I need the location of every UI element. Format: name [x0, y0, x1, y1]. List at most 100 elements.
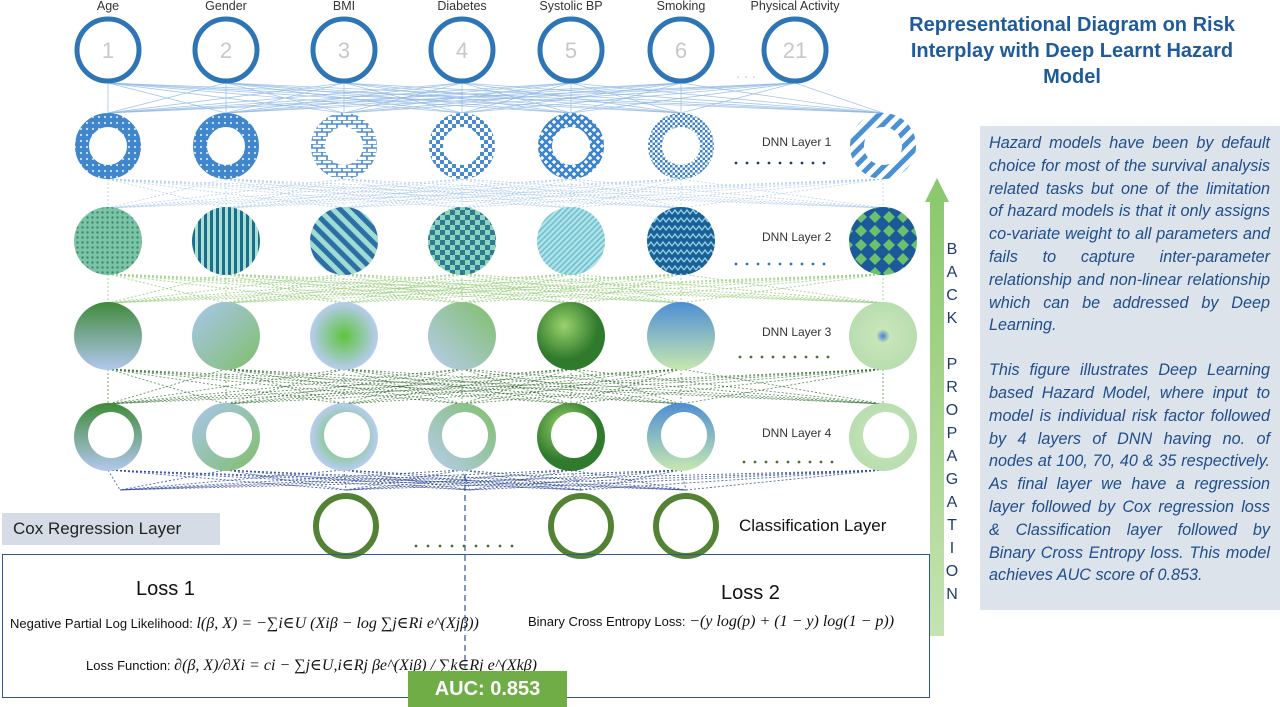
back-propagation-letter: K — [946, 310, 958, 327]
input-label: Smoking — [657, 0, 706, 13]
dnn-layer2-node — [192, 207, 260, 275]
connection-line — [107, 273, 463, 304]
ellipsis-dot — [486, 544, 490, 548]
connection-line — [570, 273, 884, 304]
ellipsis-dot — [797, 460, 801, 464]
ellipsis-dot — [756, 262, 760, 266]
ellipsis-dot — [778, 161, 782, 165]
auc-badge: AUC: 0.853 — [408, 671, 567, 707]
loss-function-formula: ∂(β, X)/∂Xi = ci − ∑j∈U,i∈Rj βe^(Xiβ) / … — [174, 657, 537, 674]
input-label: Physical Activity — [751, 0, 841, 13]
dnn-layer3-node — [647, 302, 715, 370]
connection-line — [119, 469, 682, 491]
input-node-number: 5 — [565, 38, 577, 63]
connection-line — [107, 82, 463, 114]
connection-line — [461, 82, 796, 114]
ellipsis-dot — [742, 460, 746, 464]
connection-line — [461, 178, 682, 209]
connection-line — [225, 82, 884, 114]
classification-layer-label: Classification Layer — [739, 516, 887, 535]
back-propagation-letter: G — [945, 471, 959, 488]
dnn-layer2-node — [310, 207, 378, 275]
connection-line — [107, 469, 121, 491]
ellipsis-dot — [804, 355, 808, 359]
classification-node — [653, 493, 719, 559]
ellipsis-dot — [786, 460, 790, 464]
connection-line — [107, 273, 884, 304]
input-label: BMI — [333, 0, 355, 13]
ellipsis-dot — [450, 544, 454, 548]
dnn-layer-label: DNN Layer 4 — [762, 426, 832, 440]
connection-line — [343, 469, 347, 491]
connection-line — [107, 273, 572, 304]
connection-line — [225, 82, 796, 114]
nll-label: Negative Partial Log Likelihood: — [10, 616, 193, 631]
connection-line — [461, 368, 884, 405]
connection-line — [461, 273, 682, 304]
connection-line — [794, 82, 884, 114]
connection-line — [107, 273, 572, 304]
ellipsis-dot — [775, 460, 779, 464]
connection-line — [119, 469, 227, 491]
input-node — [428, 16, 496, 84]
connection-line — [107, 273, 884, 304]
input-node-number: 21 — [783, 38, 807, 63]
ellipsis-dot — [815, 355, 819, 359]
ellipsis-dot — [789, 161, 793, 165]
input-node — [537, 16, 605, 84]
connection-line — [570, 178, 884, 209]
ellipsis-dot — [778, 262, 782, 266]
connection-line — [107, 178, 884, 209]
ellipsis-dot — [822, 262, 826, 266]
input-node-number: 3 — [338, 38, 350, 63]
connection-line — [107, 469, 582, 491]
connection-line — [461, 469, 471, 491]
connection-line — [461, 469, 687, 491]
ellipsis-dot — [800, 161, 804, 165]
connection-line — [107, 82, 227, 114]
input-node-number: 6 — [675, 38, 687, 63]
classification-node — [548, 493, 614, 559]
connection-line — [225, 368, 572, 405]
ellipsis-dot — [745, 262, 749, 266]
ellipsis-dot — [800, 262, 804, 266]
ellipsis-dot — [819, 460, 823, 464]
dnn-layer2-node — [74, 207, 142, 275]
dnn-layer1-node — [311, 113, 377, 179]
dnn-layer4-node-center — [551, 412, 597, 458]
dnn-layer4-node-center — [661, 412, 707, 458]
back-propagation-letter: A — [946, 494, 958, 511]
dnn-layer1-node — [850, 113, 916, 179]
dnn-layer2-node — [647, 207, 715, 275]
input-label: Diabetes — [437, 0, 486, 13]
back-propagation-letter: C — [946, 287, 958, 304]
ellipsis-dot — [738, 355, 742, 359]
ellipsis-dot — [474, 544, 478, 548]
dnn-layer1-node — [429, 113, 495, 179]
back-propagation-letter: R — [946, 379, 958, 396]
connection-line — [469, 469, 884, 491]
connection-line — [570, 273, 682, 304]
ellipsis-dot — [426, 544, 430, 548]
connection-line — [107, 178, 227, 209]
ellipsis-dot — [767, 161, 771, 165]
ellipsis-dot — [811, 161, 815, 165]
ellipsis-dot — [756, 161, 760, 165]
back-propagation-letter: B — [946, 241, 958, 258]
bce-formula: −(y log(p) + (1 − y) log(1 − p)) — [689, 613, 895, 630]
connection-line — [107, 273, 227, 304]
description-paragraph-2: This figure illustrates Deep Learning ba… — [989, 361, 1270, 585]
input-node — [310, 16, 378, 84]
ellipsis-dot — [826, 355, 830, 359]
nll-row: Negative Partial Log Likelihood: l(β, X)… — [10, 613, 479, 633]
connection-line — [107, 178, 572, 209]
connection-line — [461, 82, 884, 114]
connection-line — [461, 368, 572, 405]
connection-line — [343, 178, 682, 209]
connection-line — [343, 273, 884, 304]
back-propagation-letter: A — [946, 264, 958, 281]
connection-line — [570, 82, 796, 114]
dnn-layer3-node — [310, 302, 378, 370]
